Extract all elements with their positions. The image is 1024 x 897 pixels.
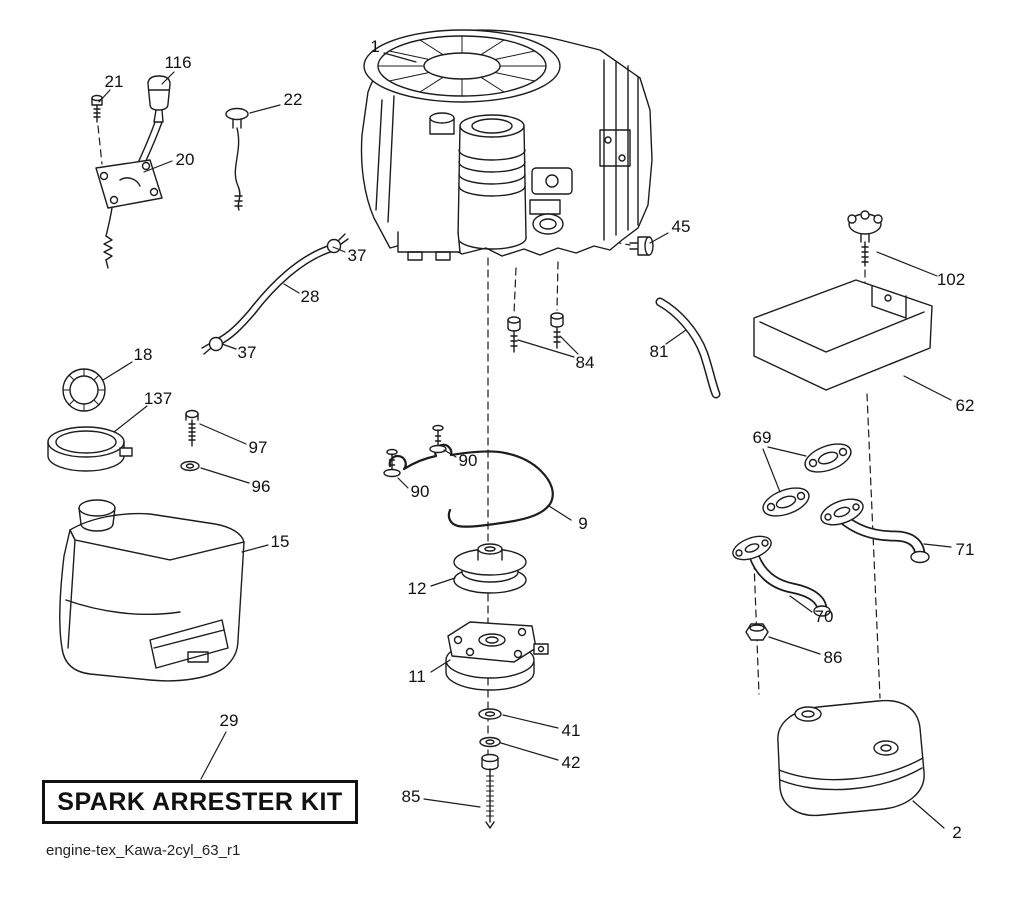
part-callout-90: 90 [410,482,430,501]
engine-drawing [360,29,653,261]
fuel-line-drawing [201,233,349,355]
part-callout-116: 116 [164,53,192,72]
part-callout-45: 45 [671,217,691,236]
part-callout-97: 97 [248,438,268,457]
part-callout-69: 69 [752,428,772,447]
part-callout-90: 90 [458,451,478,470]
part-callout-29: 29 [219,711,239,730]
nut-86-drawing [745,623,769,641]
belt-guide-drawing [388,443,554,528]
fuel-cap-drawing [62,368,106,412]
pulley-drawing [453,543,527,594]
part-callout-11: 11 [408,667,426,686]
diagram-footer-text: engine-tex_Kawa-2cyl_63_r1 [46,842,241,859]
fuel-tank-drawing [59,499,245,682]
part-callout-2: 2 [952,823,962,842]
hose-drawing [655,297,721,399]
part-callout-28: 28 [300,287,320,306]
part-callout-137: 137 [143,389,173,408]
screw-97-drawing [185,409,199,447]
part-callout-1: 1 [370,37,380,56]
part-callout-62: 62 [955,396,975,415]
part-callout-84: 84 [575,353,595,372]
washer-96-drawing [180,460,200,472]
muffler-drawing [777,699,925,817]
part-callout-15: 15 [270,532,290,551]
spark-arrester-kit-label: SPARK ARRESTER KIT [57,787,343,816]
part-callout-12: 12 [407,579,427,598]
callout-leader-lines [98,52,952,829]
exhaust-pipe-70-drawing [732,535,831,617]
part-callout-86: 86 [823,648,843,667]
gaskets-drawing [762,443,852,517]
part-callout-102: 102 [936,270,966,289]
part-callout-42: 42 [561,753,581,772]
part-callout-21: 21 [104,72,124,91]
part-callout-96: 96 [251,477,271,496]
washers-drawing [478,708,502,748]
part-callout-81: 81 [649,342,669,361]
part-callout-85: 85 [401,787,421,806]
bolt-85-drawing [481,753,499,829]
part-callout-20: 20 [175,150,195,169]
clutch-drawing [445,621,549,691]
spark-arrester-kit-box: SPARK ARRESTER KIT [42,780,358,824]
exhaust-pipe-71-drawing [820,498,930,564]
part-callout-41: 41 [561,721,581,740]
knob-102-drawing [847,210,883,267]
part-callout-9: 9 [578,514,588,533]
part-callout-18: 18 [133,345,153,364]
tank-collar-drawing [47,426,133,472]
part-callout-37: 37 [347,246,367,265]
part-callout-37: 37 [237,343,257,362]
part-callout-22: 22 [283,90,303,109]
choke-cable-drawing [225,107,249,211]
heat-shield-drawing [753,279,933,391]
part-callout-71: 71 [955,540,975,559]
part-callout-70: 70 [814,607,834,626]
throttle-control-drawing [91,75,171,269]
bolts-90-drawing [383,424,447,478]
bolt-45-drawing [629,236,654,256]
bolts-84-drawing [507,312,564,353]
